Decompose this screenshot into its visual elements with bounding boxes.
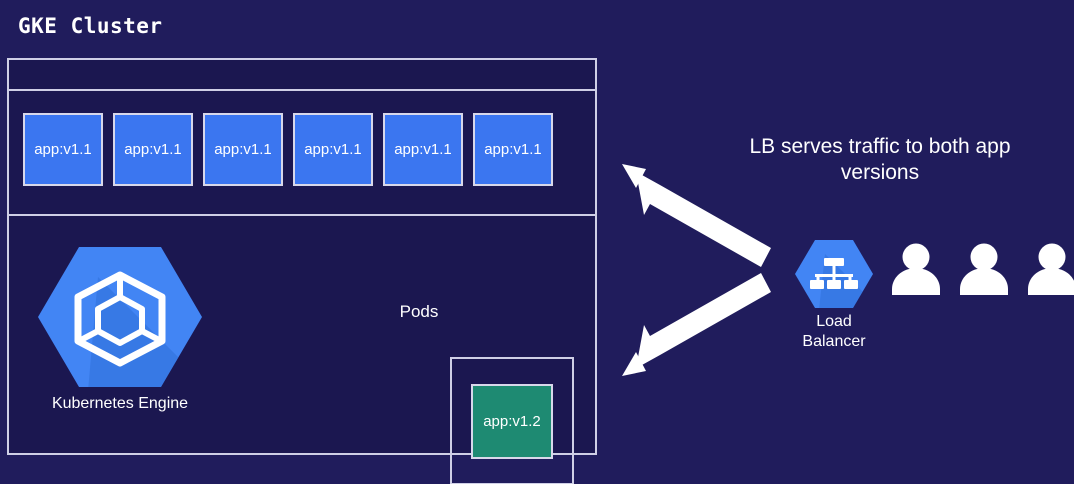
lb-caption-line1: LB serves traffic to both app	[749, 135, 1011, 158]
pod-app-v1-1-b[interactable]: app:v1.1	[113, 113, 193, 186]
load-balancer-label: Load Balancer	[775, 312, 893, 352]
pod-app-v1-1-f[interactable]: app:v1.1	[473, 113, 553, 186]
kubernetes-engine-hexagon-icon	[31, 243, 209, 391]
cluster-node-upper: app:v1.1 app:v1.1 app:v1.1 app:v1.1 app:…	[9, 91, 595, 216]
gke-cluster-box: app:v1.1 app:v1.1 app:v1.1 app:v1.1 app:…	[7, 58, 597, 484]
cluster-node-lower: Pods	[9, 216, 595, 484]
pods-label: Pods	[399, 302, 439, 321]
pod-container-v2: app:v1.2	[450, 357, 574, 484]
pod-app-v1-1-c[interactable]: app:v1.1	[203, 113, 283, 186]
pod-app-v1-1-e[interactable]: app:v1.1	[383, 113, 463, 186]
load-balancer-group: Load Balancer	[775, 238, 893, 352]
user-icon-3	[1024, 243, 1074, 295]
lb-caption: LB serves traffic to both app versions	[700, 134, 1060, 186]
pod-app-v1-2[interactable]: app:v1.2	[471, 383, 553, 459]
load-balancer-hexagon-icon	[775, 238, 893, 310]
page-title: GKE Cluster	[18, 14, 163, 38]
user-icon-1	[888, 243, 944, 295]
user-icon-2	[956, 243, 1012, 295]
load-balancer-label-line1: Load	[816, 313, 852, 330]
pods-row-v1: app:v1.1 app:v1.1 app:v1.1 app:v1.1 app:…	[23, 113, 553, 186]
lb-traffic-arrows	[622, 164, 771, 376]
arrow-lb-to-v2-pod	[622, 273, 771, 376]
cluster-header-strip	[9, 60, 595, 91]
kubernetes-engine-group: Kubernetes Engine	[31, 243, 209, 413]
pod-app-v1-1-a[interactable]: app:v1.1	[23, 113, 103, 186]
load-balancer-label-line2: Balancer	[802, 333, 866, 350]
lb-caption-line2: versions	[840, 161, 920, 184]
kubernetes-engine-label: Kubernetes Engine	[51, 395, 189, 412]
arrow-lb-to-v1-pods	[622, 164, 771, 267]
users-group	[888, 243, 1074, 295]
pod-app-v1-1-d[interactable]: app:v1.1	[293, 113, 373, 186]
